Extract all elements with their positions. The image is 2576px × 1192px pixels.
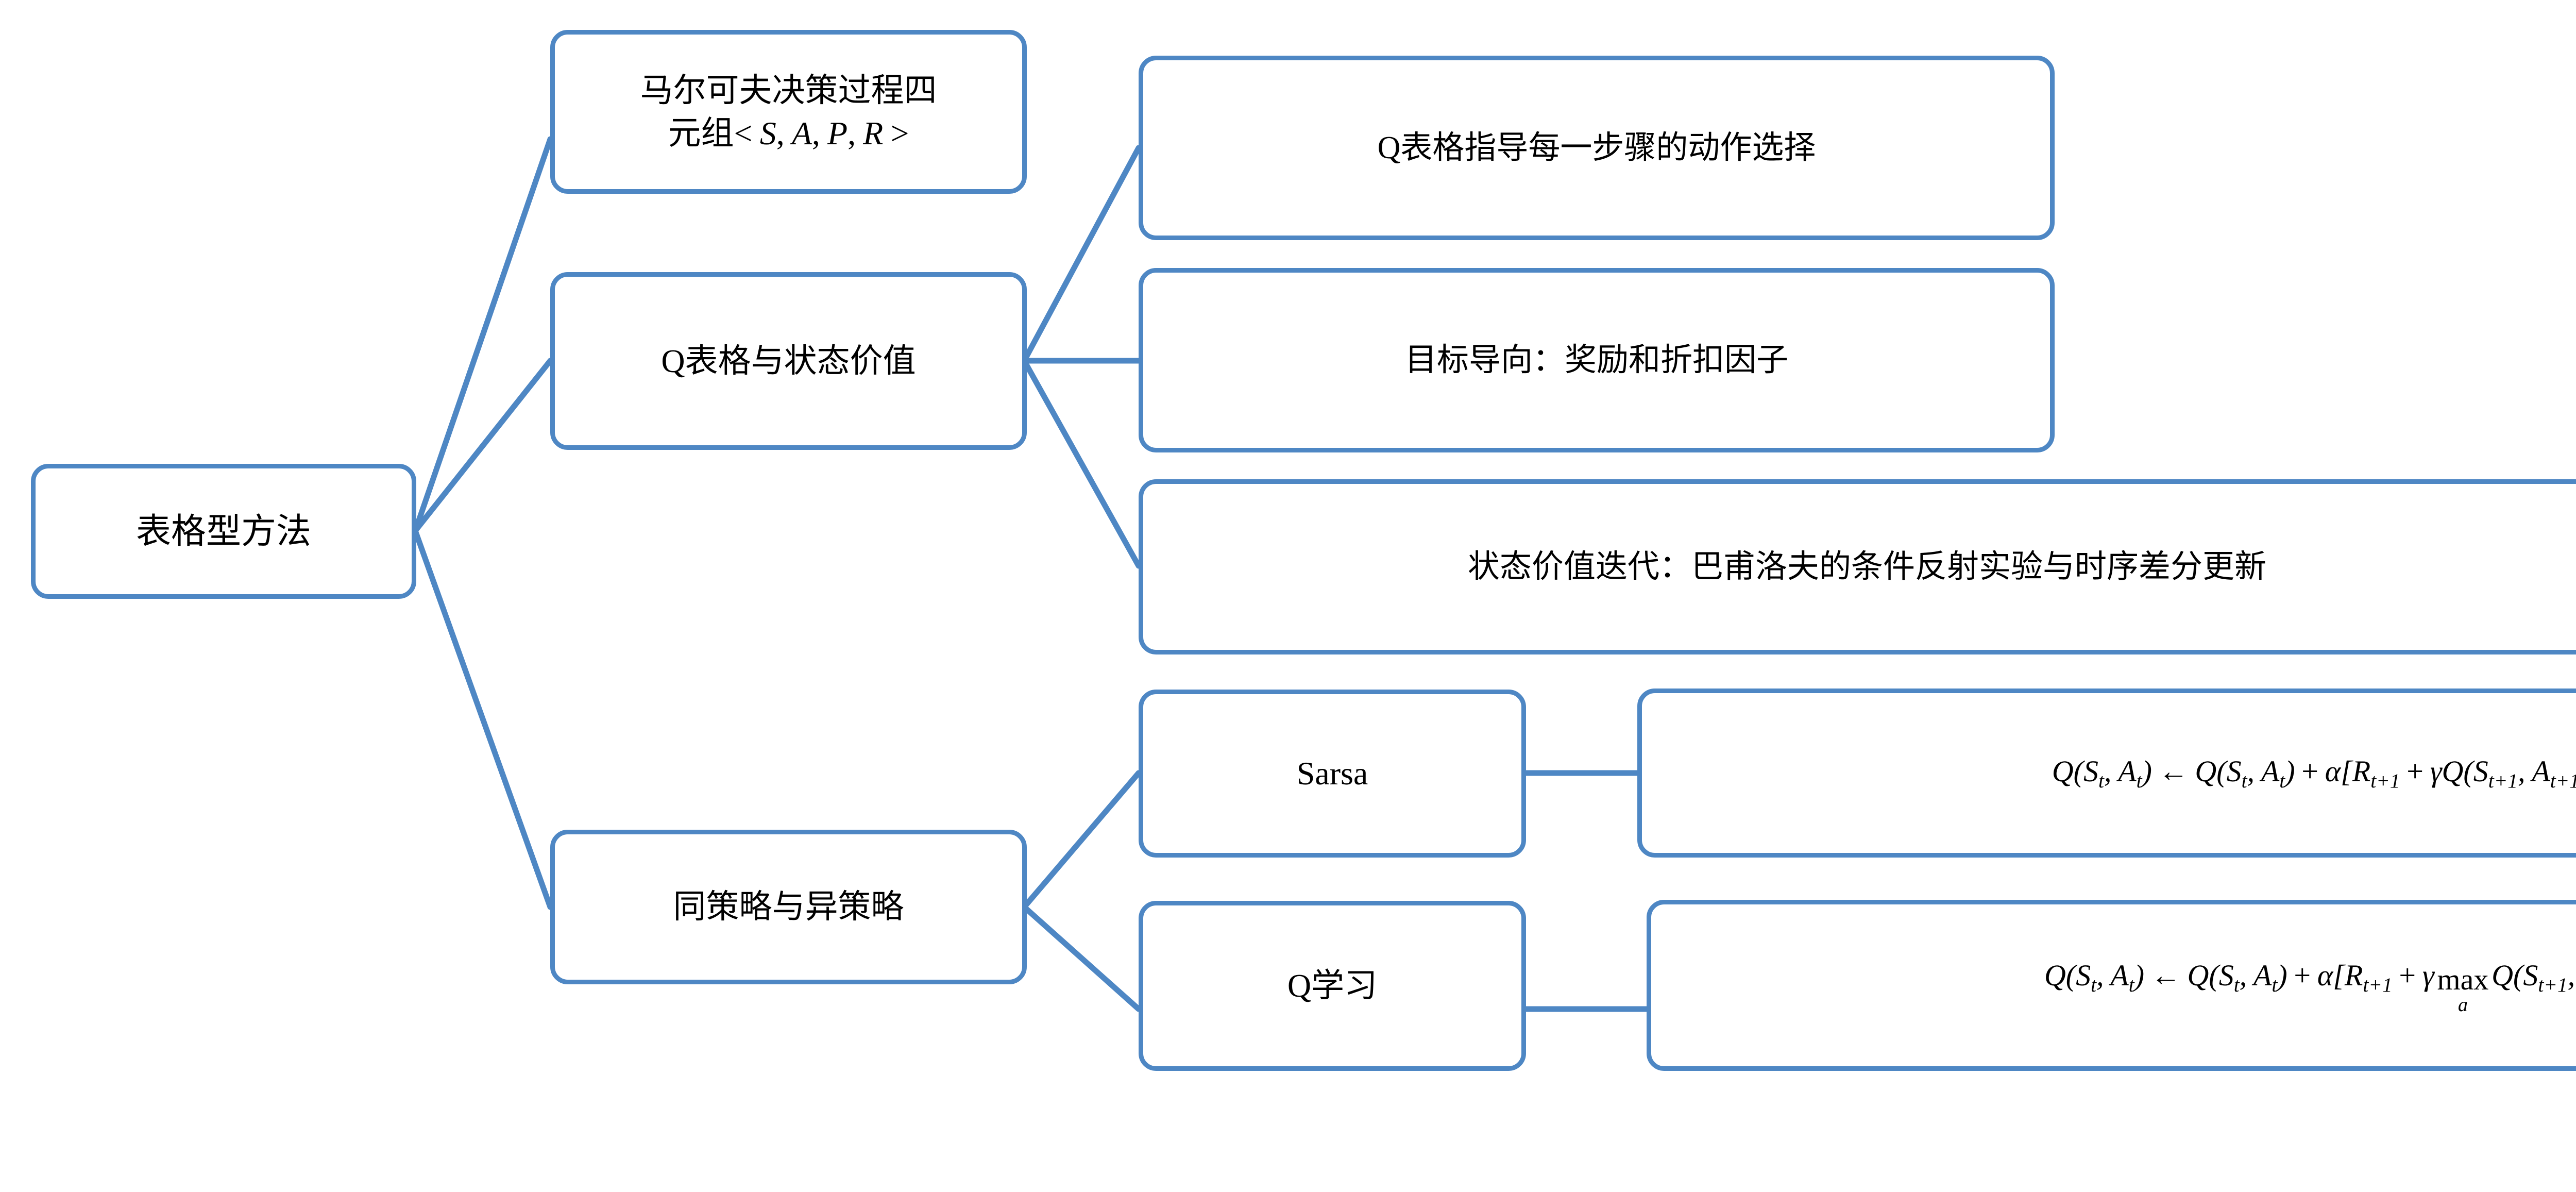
node-sarsa-formula[interactable]: Q(St,At)←Q(St,At)+α[Rt+1+γQ(St+1,At+1)−Q… bbox=[1637, 689, 2576, 858]
node-policy-label: 同策略与异策略 bbox=[673, 888, 904, 926]
qlearning-formula-expression: Q(St,At)←Q(St,At)+α[Rt+1+γmaxaQ(St+1,a)−… bbox=[2044, 958, 2575, 1016]
node-sarsa[interactable]: Sarsa bbox=[1139, 690, 1526, 858]
connector-qtable-to-leaf1 bbox=[1021, 145, 1142, 364]
node-mdp-label-line2: 元组<S,A,P,R> bbox=[668, 115, 909, 152]
connector-policy-to-qlearning bbox=[1021, 904, 1142, 1012]
connector-root-to-mdp bbox=[412, 136, 553, 534]
node-qtable-leaf-2-label: 目标导向：奖励和折扣因子 bbox=[1404, 342, 1788, 378]
connector-root-to-qtable bbox=[412, 358, 553, 534]
node-qlearning-formula[interactable]: Q(St,At)←Q(St,At)+α[Rt+1+γmaxaQ(St+1,a)−… bbox=[1647, 900, 2576, 1071]
node-sarsa-label: Sarsa bbox=[1296, 755, 1368, 792]
node-mdp-label-line1: 马尔可夫决策过程四 bbox=[640, 72, 937, 109]
node-qtable[interactable]: Q表格与状态价值 bbox=[550, 272, 1027, 450]
node-mdp-text: 马尔可夫决策过程四 元组<S,A,P,R> bbox=[627, 69, 951, 155]
node-qtable-leaf-2[interactable]: 目标导向：奖励和折扣因子 bbox=[1139, 268, 2055, 452]
node-qlearning-label: Q学习 bbox=[1287, 967, 1378, 1004]
sarsa-formula-expression: Q(St,At)←Q(St,At)+α[Rt+1+γQ(St+1,At+1)−Q… bbox=[2052, 754, 2576, 792]
node-root[interactable]: 表格型方法 bbox=[31, 464, 416, 599]
node-mdp[interactable]: 马尔可夫决策过程四 元组<S,A,P,R> bbox=[550, 30, 1027, 194]
connector-root-to-onoffpol bbox=[412, 528, 553, 910]
node-qtable-leaf-1[interactable]: Q表格指导每一步骤的动作选择 bbox=[1139, 56, 2055, 240]
connector-policy-to-sarsa bbox=[1021, 770, 1142, 910]
node-qtable-leaf-3-label: 状态价值迭代：巴甫洛夫的条件反射实验与时序差分更新 bbox=[1467, 549, 2266, 584]
connector-qtable-to-leaf3 bbox=[1021, 358, 1142, 569]
node-qtable-leaf-3[interactable]: 状态价值迭代：巴甫洛夫的条件反射实验与时序差分更新 bbox=[1139, 479, 2576, 654]
node-policy[interactable]: 同策略与异策略 bbox=[550, 830, 1027, 984]
node-qtable-label: Q表格与状态价值 bbox=[661, 342, 916, 379]
node-qtable-leaf-1-label: Q表格指导每一步骤的动作选择 bbox=[1377, 130, 1816, 165]
node-qlearning[interactable]: Q学习 bbox=[1139, 901, 1526, 1071]
node-root-label: 表格型方法 bbox=[135, 511, 311, 551]
